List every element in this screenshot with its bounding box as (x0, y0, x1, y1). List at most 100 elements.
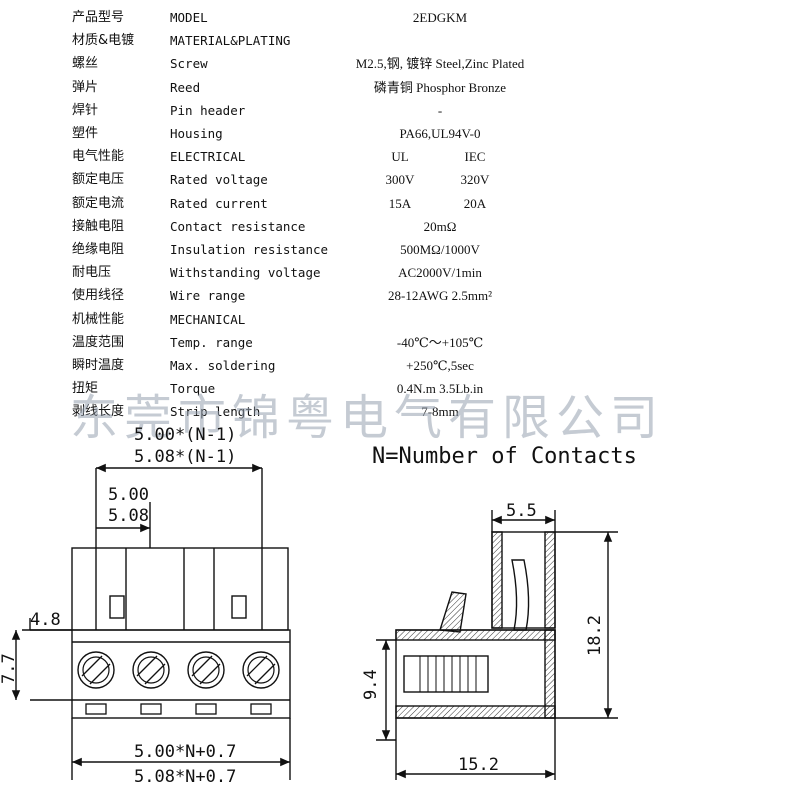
spec-value: M2.5,钢, 镀锌 Steel,Zinc Plated (355, 56, 525, 72)
spec-value-iec: 320V (460, 172, 490, 188)
spec-row: 材质&电镀 MATERIAL&PLATING (0, 29, 800, 52)
spec-label-en: Screw (170, 56, 208, 72)
spec-label-cn: 剥线长度 (72, 404, 125, 420)
spec-label-cn: 弹片 (72, 79, 99, 95)
spec-label-en: Pin header (170, 102, 246, 118)
spec-label-cn: 焊针 (72, 102, 99, 118)
n-definition-label: N=Number of Contacts (372, 444, 637, 469)
dim-bottom-overall-1: 5.00*N+0.7 (134, 742, 236, 762)
spec-row: 使用线径 Wire range 28-12AWG 2.5mm² (0, 284, 800, 307)
spec-row: 机械性能 MECHANICAL (0, 308, 800, 331)
dim-side-height: 18.2 (585, 615, 605, 656)
spec-label-en: Housing (170, 126, 223, 141)
spec-label-cn: 电气性能 (72, 149, 125, 165)
spec-label-en: MECHANICAL (170, 311, 246, 327)
spec-value-iec: 20A (463, 195, 487, 211)
spec-label-en: Strip length (170, 404, 261, 420)
spec-row: 螺丝 Screw M2.5,钢, 镀锌 Steel,Zinc Plated (0, 52, 800, 75)
side-view (376, 510, 618, 780)
spec-value: 7-8mm (421, 404, 459, 420)
spec-label-en: MODEL (170, 10, 208, 25)
spec-label-cn: 温度范围 (72, 334, 125, 350)
spec-label-en: Rated current (170, 195, 268, 211)
dim-side-top: 5.5 (506, 501, 537, 521)
pin-slot (195, 703, 217, 715)
spec-label-cn: 耐电压 (72, 265, 112, 281)
spec-label-cn: 螺丝 (72, 56, 99, 72)
spec-row: 塑件 Housing PA66,UL94V-0 (0, 122, 800, 145)
spec-label-cn: 额定电流 (72, 195, 125, 211)
spec-value-iec: IEC (464, 149, 486, 165)
spec-label-cn: 扭矩 (72, 381, 99, 397)
spec-row: 剥线长度 Strip length 7-8mm (0, 400, 800, 423)
spec-label-en: Temp. range (170, 334, 253, 350)
spec-row: 绝缘电阻 Insulation resistance 500MΩ/1000V (0, 238, 800, 261)
spec-label-en: Max. soldering (170, 358, 276, 373)
spec-row: 耐电压 Withstanding voltage AC2000V/1min (0, 261, 800, 284)
spec-value-ul: 300V (385, 172, 415, 188)
screw-icon (77, 651, 115, 689)
pin-slot (140, 703, 162, 715)
spec-value: PA66,UL94V-0 (399, 126, 481, 141)
dim-left-height: 7.7 (0, 653, 19, 684)
spec-label-cn: 机械性能 (72, 311, 125, 327)
screw-icon (132, 651, 170, 689)
spec-row: 弹片 Reed 磷青铜 Phosphor Bronze (0, 76, 800, 99)
dim-pitch-1: 5.00 (108, 485, 149, 505)
dim-top-overall-1: 5.00*(N-1) (134, 425, 236, 445)
spec-label-en: ELECTRICAL (170, 149, 246, 165)
spec-row: 瞬时温度 Max. soldering +250℃,5sec (0, 354, 800, 377)
spec-value-ul: UL (391, 149, 409, 165)
spec-label-cn: 绝缘电阻 (72, 242, 125, 257)
spec-row: 焊针 Pin header - (0, 99, 800, 122)
spec-row: 额定电压 Rated voltage 300V 320V (0, 168, 800, 191)
dim-side-lower: 9.4 (361, 669, 381, 700)
spec-row: 电气性能 ELECTRICAL UL IEC (0, 145, 800, 168)
spec-label-cn: 材质&电镀 (72, 33, 135, 49)
spec-label-cn: 接触电阻 (72, 218, 125, 234)
spec-row: 接触电阻 Contact resistance 20mΩ (0, 215, 800, 238)
screw-row (77, 651, 280, 689)
spec-row: 温度范围 Temp. range -40℃～+105℃ (0, 331, 800, 354)
dim-left-offset: 4.8 (30, 610, 61, 630)
spec-label-en: MATERIAL&PLATING (170, 33, 291, 49)
spec-label-en: Torque (170, 381, 216, 397)
spec-label-en: Wire range (170, 288, 246, 304)
spec-value-ul: 15A (388, 195, 412, 211)
spec-label-cn: 使用线径 (72, 288, 125, 304)
spec-label-en: Rated voltage (170, 172, 268, 188)
pin-slot (250, 703, 272, 715)
spec-row: 扭矩 Torque 0.4N.m 3.5Lb.in (0, 377, 800, 400)
spec-value: 20mΩ (423, 218, 457, 234)
spec-label-en: Withstanding voltage (170, 265, 321, 281)
spec-value: - (437, 102, 443, 118)
front-view (11, 463, 291, 780)
spec-value: 0.4N.m 3.5Lb.in (396, 381, 484, 397)
spec-label-en: Insulation resistance (170, 242, 329, 257)
spec-label-en: Reed (170, 79, 201, 95)
spec-row: 额定电流 Rated current 15A 20A (0, 192, 800, 215)
spec-label-cn: 额定电压 (72, 172, 125, 188)
spec-label-cn: 产品型号 (72, 10, 125, 25)
spec-value: 28-12AWG 2.5mm² (388, 288, 492, 304)
spec-value: +250℃,5sec (406, 358, 474, 373)
spec-value: 磷青铜 Phosphor Bronze (373, 79, 507, 95)
dim-side-width: 15.2 (458, 755, 499, 775)
screw-icon (187, 651, 225, 689)
spec-label-cn: 塑件 (72, 126, 99, 141)
dim-bottom-overall-2: 5.08*N+0.7 (134, 767, 236, 787)
specification-table: 产品型号 MODEL 2EDGKM 材质&电镀 MATERIAL&PLATING 螺丝 Sc… (0, 6, 800, 423)
company-watermark: 东莞市锦粤电气有限公司 (70, 390, 665, 446)
dim-pitch-2: 5.08 (108, 506, 149, 526)
pin-slot-row (85, 703, 272, 715)
spec-row: 产品型号 MODEL 2EDGKM (0, 6, 800, 29)
spec-value: 500MΩ/1000V (400, 242, 480, 257)
spec-value: -40℃～+105℃ (396, 334, 484, 350)
spec-label-cn: 瞬时温度 (72, 358, 125, 373)
dim-top-overall-2: 5.08*(N-1) (134, 447, 236, 467)
spec-label-en: Contact resistance (170, 218, 306, 234)
spec-value: AC2000V/1min (398, 265, 482, 281)
pin-slot (85, 703, 107, 715)
spec-value: 2EDGKM (412, 10, 468, 25)
